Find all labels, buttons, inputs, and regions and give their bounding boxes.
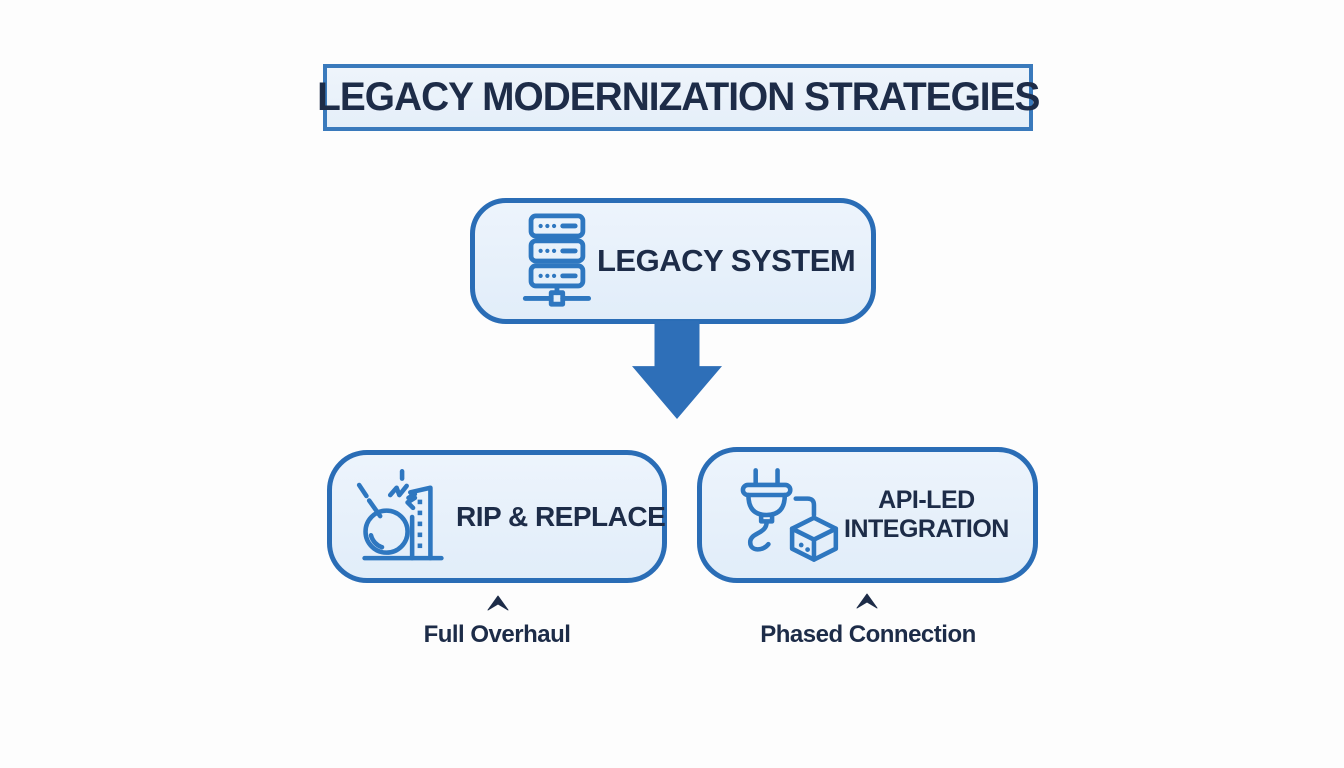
caption-full-overhaul: Full Overhaul xyxy=(423,621,571,648)
title-box: LEGACY MODERNIZATION STRATEGIES xyxy=(317,64,1040,131)
node-label-legacy-system: LEGACY SYSTEM xyxy=(597,243,856,278)
plug-module-icon xyxy=(722,464,844,566)
node-rip-replace: RIP & REPLACE xyxy=(327,450,667,583)
flow-down-arrow xyxy=(632,321,722,419)
caption-phased-connection: Phased Connection xyxy=(760,621,976,648)
wrecking-ball-icon xyxy=(350,468,456,566)
page-title: LEGACY MODERNIZATION STRATEGIES xyxy=(316,75,1040,119)
node-label-api-led-integration: API-LED INTEGRATION xyxy=(844,485,1009,544)
node-api-led-integration: API-LED INTEGRATION xyxy=(697,447,1038,583)
server-rack-icon xyxy=(515,213,597,309)
caret-up-icon xyxy=(487,595,509,611)
caret-up-icon xyxy=(856,593,878,609)
node-legacy-system: LEGACY SYSTEM xyxy=(470,198,876,324)
node-label-rip-replace: RIP & REPLACE xyxy=(456,500,666,532)
